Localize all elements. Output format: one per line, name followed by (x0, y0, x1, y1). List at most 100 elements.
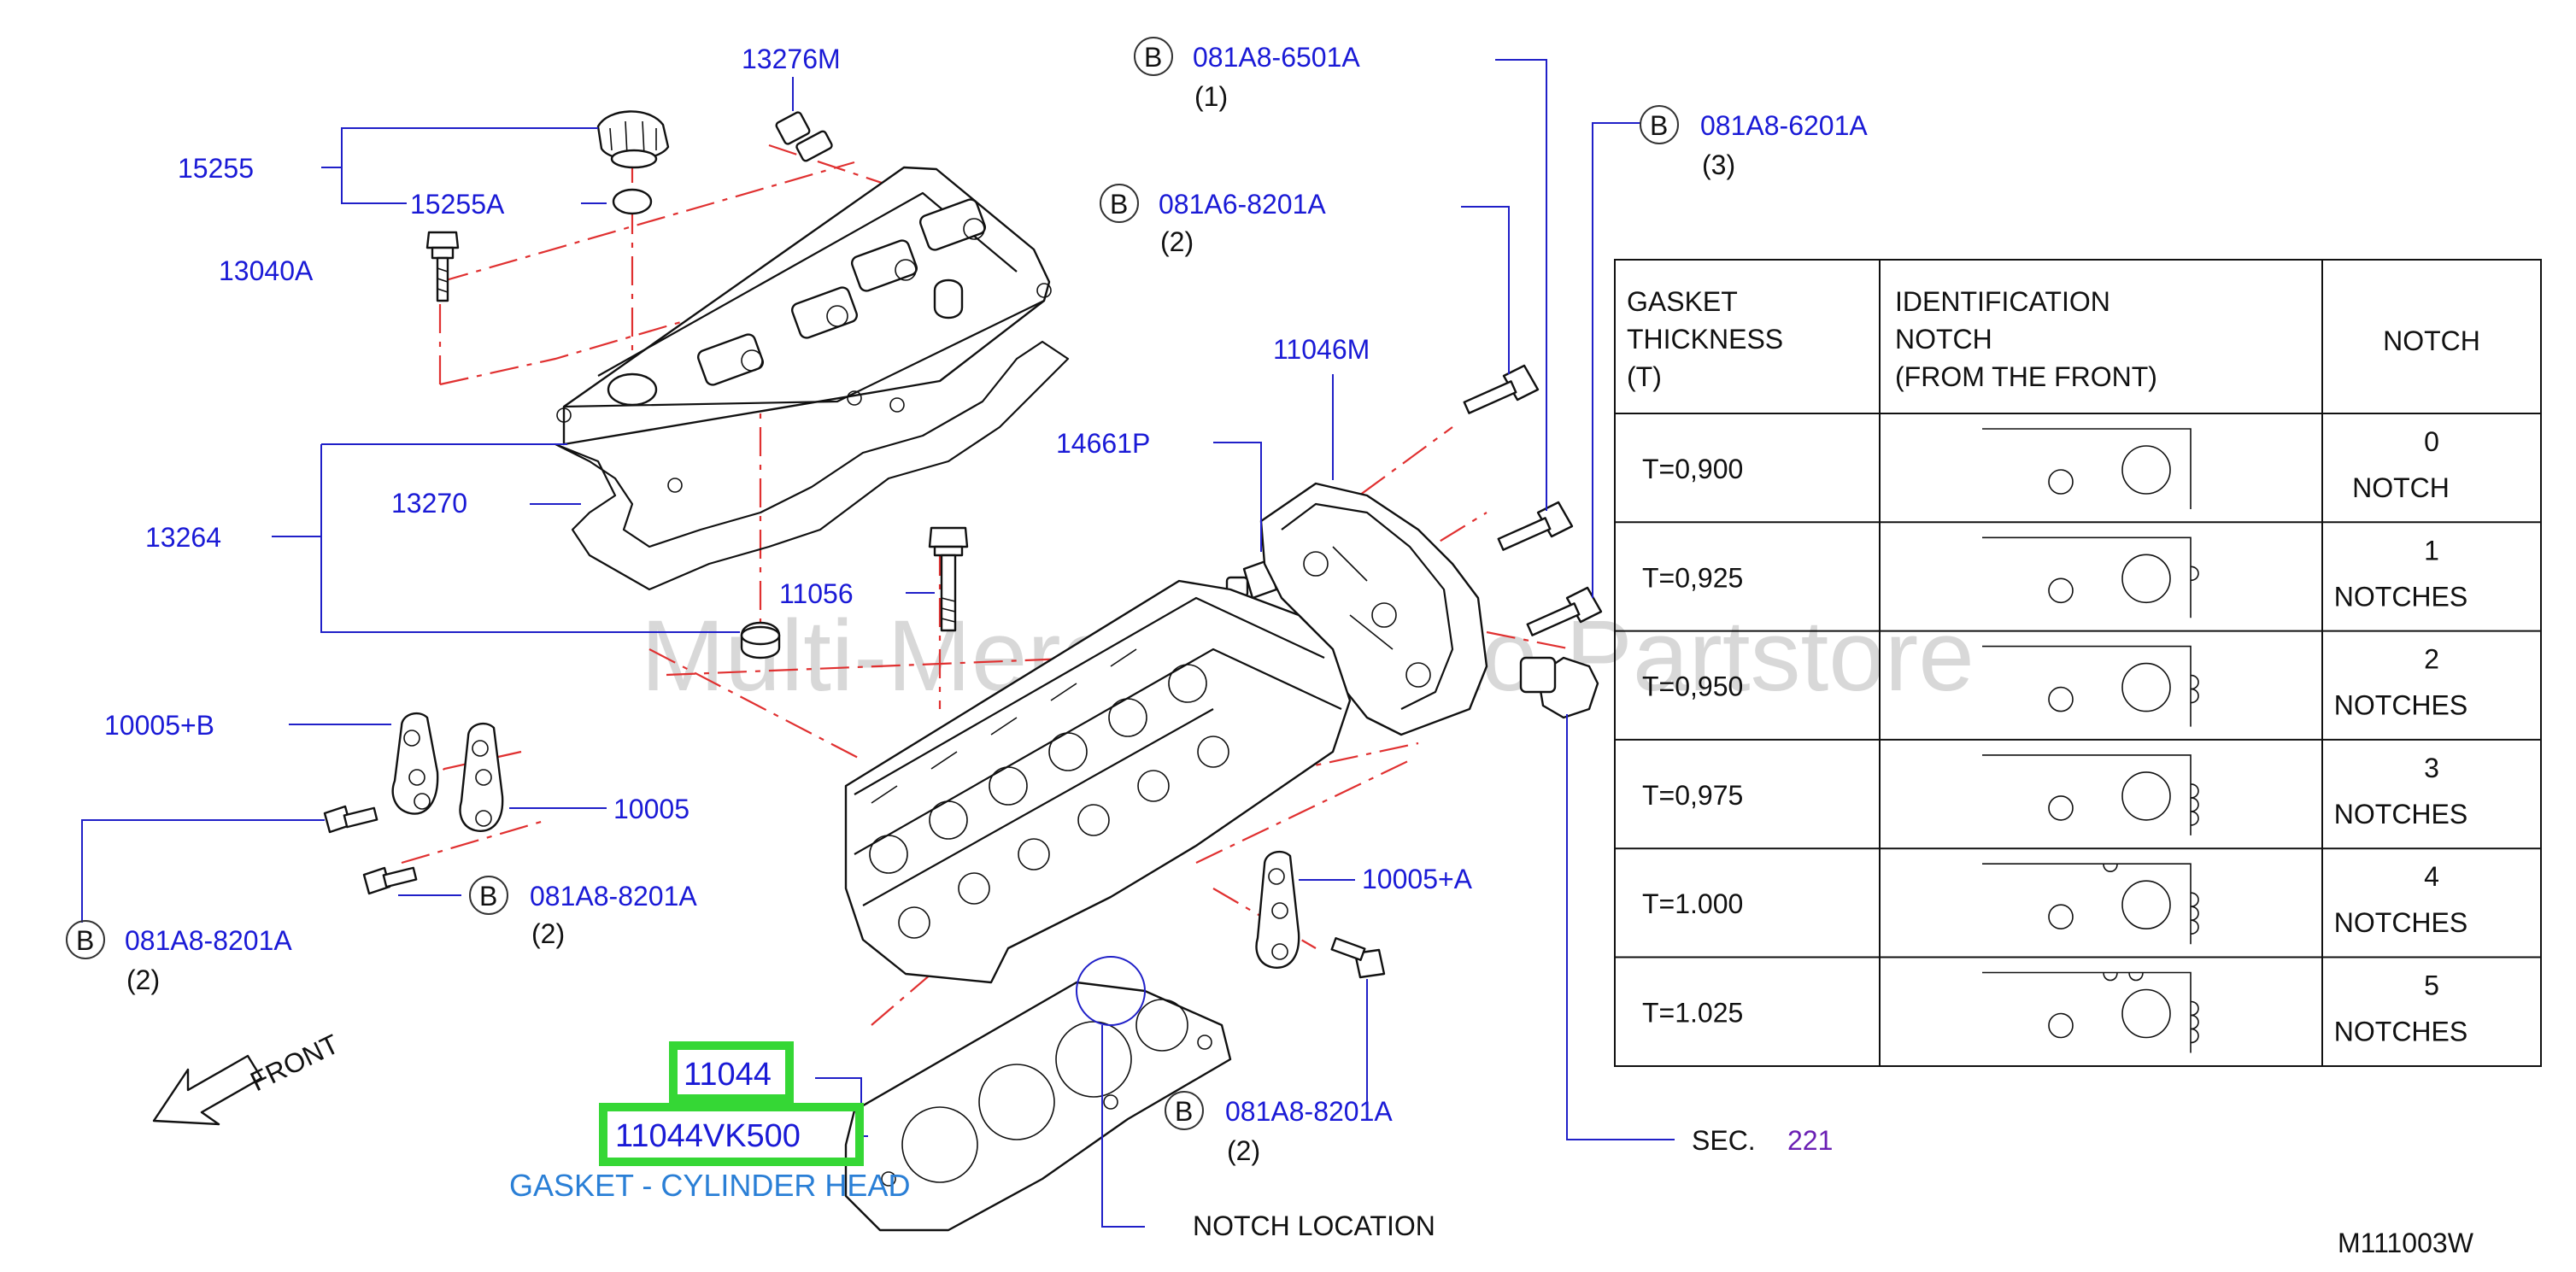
bolt-callout-6-qty: (2) (126, 964, 160, 995)
bracket-10005 (459, 722, 504, 832)
bolt-b2 (1463, 364, 1540, 414)
bolt-callout-1[interactable]: B 081A8-6501A (1) (1134, 37, 1360, 112)
bracket-10005a (1255, 850, 1300, 969)
cell-thickness: T=1.025 (1642, 998, 1743, 1029)
b-icon: B (1110, 189, 1128, 220)
notch-table: GASKET THICKNESS (T) IDENTIFICATION NOTC… (1614, 259, 2542, 1067)
b-icon: B (76, 925, 94, 956)
cylinder-head-gasket (844, 981, 1232, 1232)
cylinder-head (844, 579, 1352, 984)
bolt-callout-4[interactable]: B 081A8-8201A (2) (1165, 1091, 1393, 1166)
label-11046m[interactable]: 11046M (1273, 334, 1370, 365)
table-header-thickness-2: THICKNESS (1627, 324, 1783, 355)
label-15255a[interactable]: 15255A (410, 189, 505, 220)
front-arrow-icon (152, 1054, 263, 1126)
bolt-callout-1-qty: (1) (1194, 81, 1228, 112)
cell-thickness: T=0,950 (1642, 671, 1743, 702)
diagram-code: M111003W (2338, 1228, 2474, 1258)
cell-notch-count: 1 (2424, 535, 2439, 566)
b-icon: B (1144, 42, 1162, 73)
notch-location-label: NOTCH LOCATION (1193, 1210, 1435, 1241)
b-icon: B (1650, 110, 1668, 141)
label-13264[interactable]: 13264 (145, 522, 221, 553)
b-icon: B (479, 881, 497, 912)
bolt-callout-6[interactable]: B 081A8-8201A (2) (66, 920, 292, 995)
cell-thickness: T=1.000 (1642, 888, 1743, 919)
gasket-description[interactable]: GASKET - CYLINDER HEAD (509, 1168, 910, 1203)
table-header-thickness-1: GASKET (1627, 286, 1738, 317)
label-15255[interactable]: 15255 (178, 153, 254, 184)
cell-notch-count: 0 (2424, 426, 2439, 457)
cell-notch-count: 4 (2424, 861, 2439, 892)
cell-notch-count: 2 (2424, 644, 2439, 675)
cell-notch-count: 3 (2424, 753, 2439, 783)
bolt-b1 (1497, 501, 1574, 551)
table-header-ident-2: NOTCH (1895, 324, 1992, 355)
label-11044vk500[interactable]: 11044VK500 (615, 1118, 801, 1154)
cell-notch-unit: NOTCHES (2334, 799, 2467, 829)
leader-lines (81, 59, 1675, 1228)
label-10005a[interactable]: 10005+A (1362, 864, 1473, 894)
cell-notch-count: 5 (2424, 970, 2439, 1001)
label-13270[interactable]: 13270 (391, 488, 467, 519)
table-header-thickness-3: (T) (1627, 361, 1662, 392)
label-14661p[interactable]: 14661P (1056, 428, 1150, 459)
bolt-callout-5-qty: (2) (531, 918, 565, 949)
bolt-11056 (928, 526, 969, 632)
rocker-cover-gasket (554, 340, 1070, 591)
b-icon: B (1175, 1096, 1193, 1127)
highlight-box-11044vk500 (599, 1103, 864, 1166)
highlight-box-11044 (669, 1041, 794, 1103)
bolt-callout-4-qty: (2) (1227, 1135, 1260, 1166)
bolt-callout-3[interactable]: B 081A8-6201A (3) (1640, 105, 1868, 180)
cell-thickness: T=0,900 (1642, 454, 1743, 484)
table-header-ident-3: (FROM THE FRONT) (1895, 361, 2157, 392)
cell-notch-unit: NOTCHES (2334, 690, 2467, 721)
rubber-plug (740, 621, 781, 659)
sec-number-link[interactable]: 221 (1787, 1125, 1833, 1156)
cell-thickness: T=0,975 (1642, 780, 1743, 811)
notch-sketch (1982, 645, 2199, 727)
notch-sketch (1982, 536, 2199, 618)
cell-notch-unit: NOTCHES (2334, 1017, 2467, 1047)
bolt-callout-1-part: 081A8-6501A (1193, 42, 1360, 73)
label-10005b[interactable]: 10005+B (104, 710, 214, 741)
bolt-callout-2-qty: (2) (1160, 226, 1194, 257)
notch-sketch (1982, 428, 2192, 509)
label-11044[interactable]: 11044 (684, 1057, 772, 1093)
notch-sketch (1982, 971, 2199, 1053)
bolt-b5 (362, 866, 418, 895)
bolt-callout-2-part: 081A6-8201A (1159, 189, 1326, 220)
bolt-b4 (1330, 937, 1386, 979)
label-11056[interactable]: 11056 (779, 578, 854, 609)
bolt-callout-3-part: 081A8-6201A (1700, 110, 1868, 141)
label-10005[interactable]: 10005 (613, 794, 689, 824)
bracket-10005b (391, 712, 439, 815)
rocker-cover (556, 166, 1052, 446)
bolt-b3 (1526, 586, 1603, 636)
label-13040a[interactable]: 13040A (219, 255, 314, 286)
cell-notch-unit: NOTCH (2352, 472, 2450, 503)
cap-seal-ring (612, 188, 653, 215)
oil-filler-cap (596, 110, 670, 169)
front-label: FRONT (245, 1029, 343, 1098)
bolt-callout-2[interactable]: B 081A6-8201A (2) (1100, 184, 1326, 257)
bolt-callout-5[interactable]: B 081A8-8201A (2) (469, 876, 697, 949)
bolt-callout-3-qty: (3) (1702, 149, 1735, 180)
bolt-callout-4-part: 081A8-8201A (1225, 1096, 1393, 1127)
sec-label: SEC. (1692, 1125, 1756, 1156)
chain-case-11046m (1259, 482, 1488, 736)
notch-sketch (1982, 863, 2199, 945)
notch-sketch (1982, 754, 2199, 835)
label-13276m[interactable]: 13276M (742, 44, 841, 74)
cell-thickness: T=0,925 (1642, 562, 1743, 593)
table-header-ident-1: IDENTIFICATION (1895, 286, 2110, 317)
